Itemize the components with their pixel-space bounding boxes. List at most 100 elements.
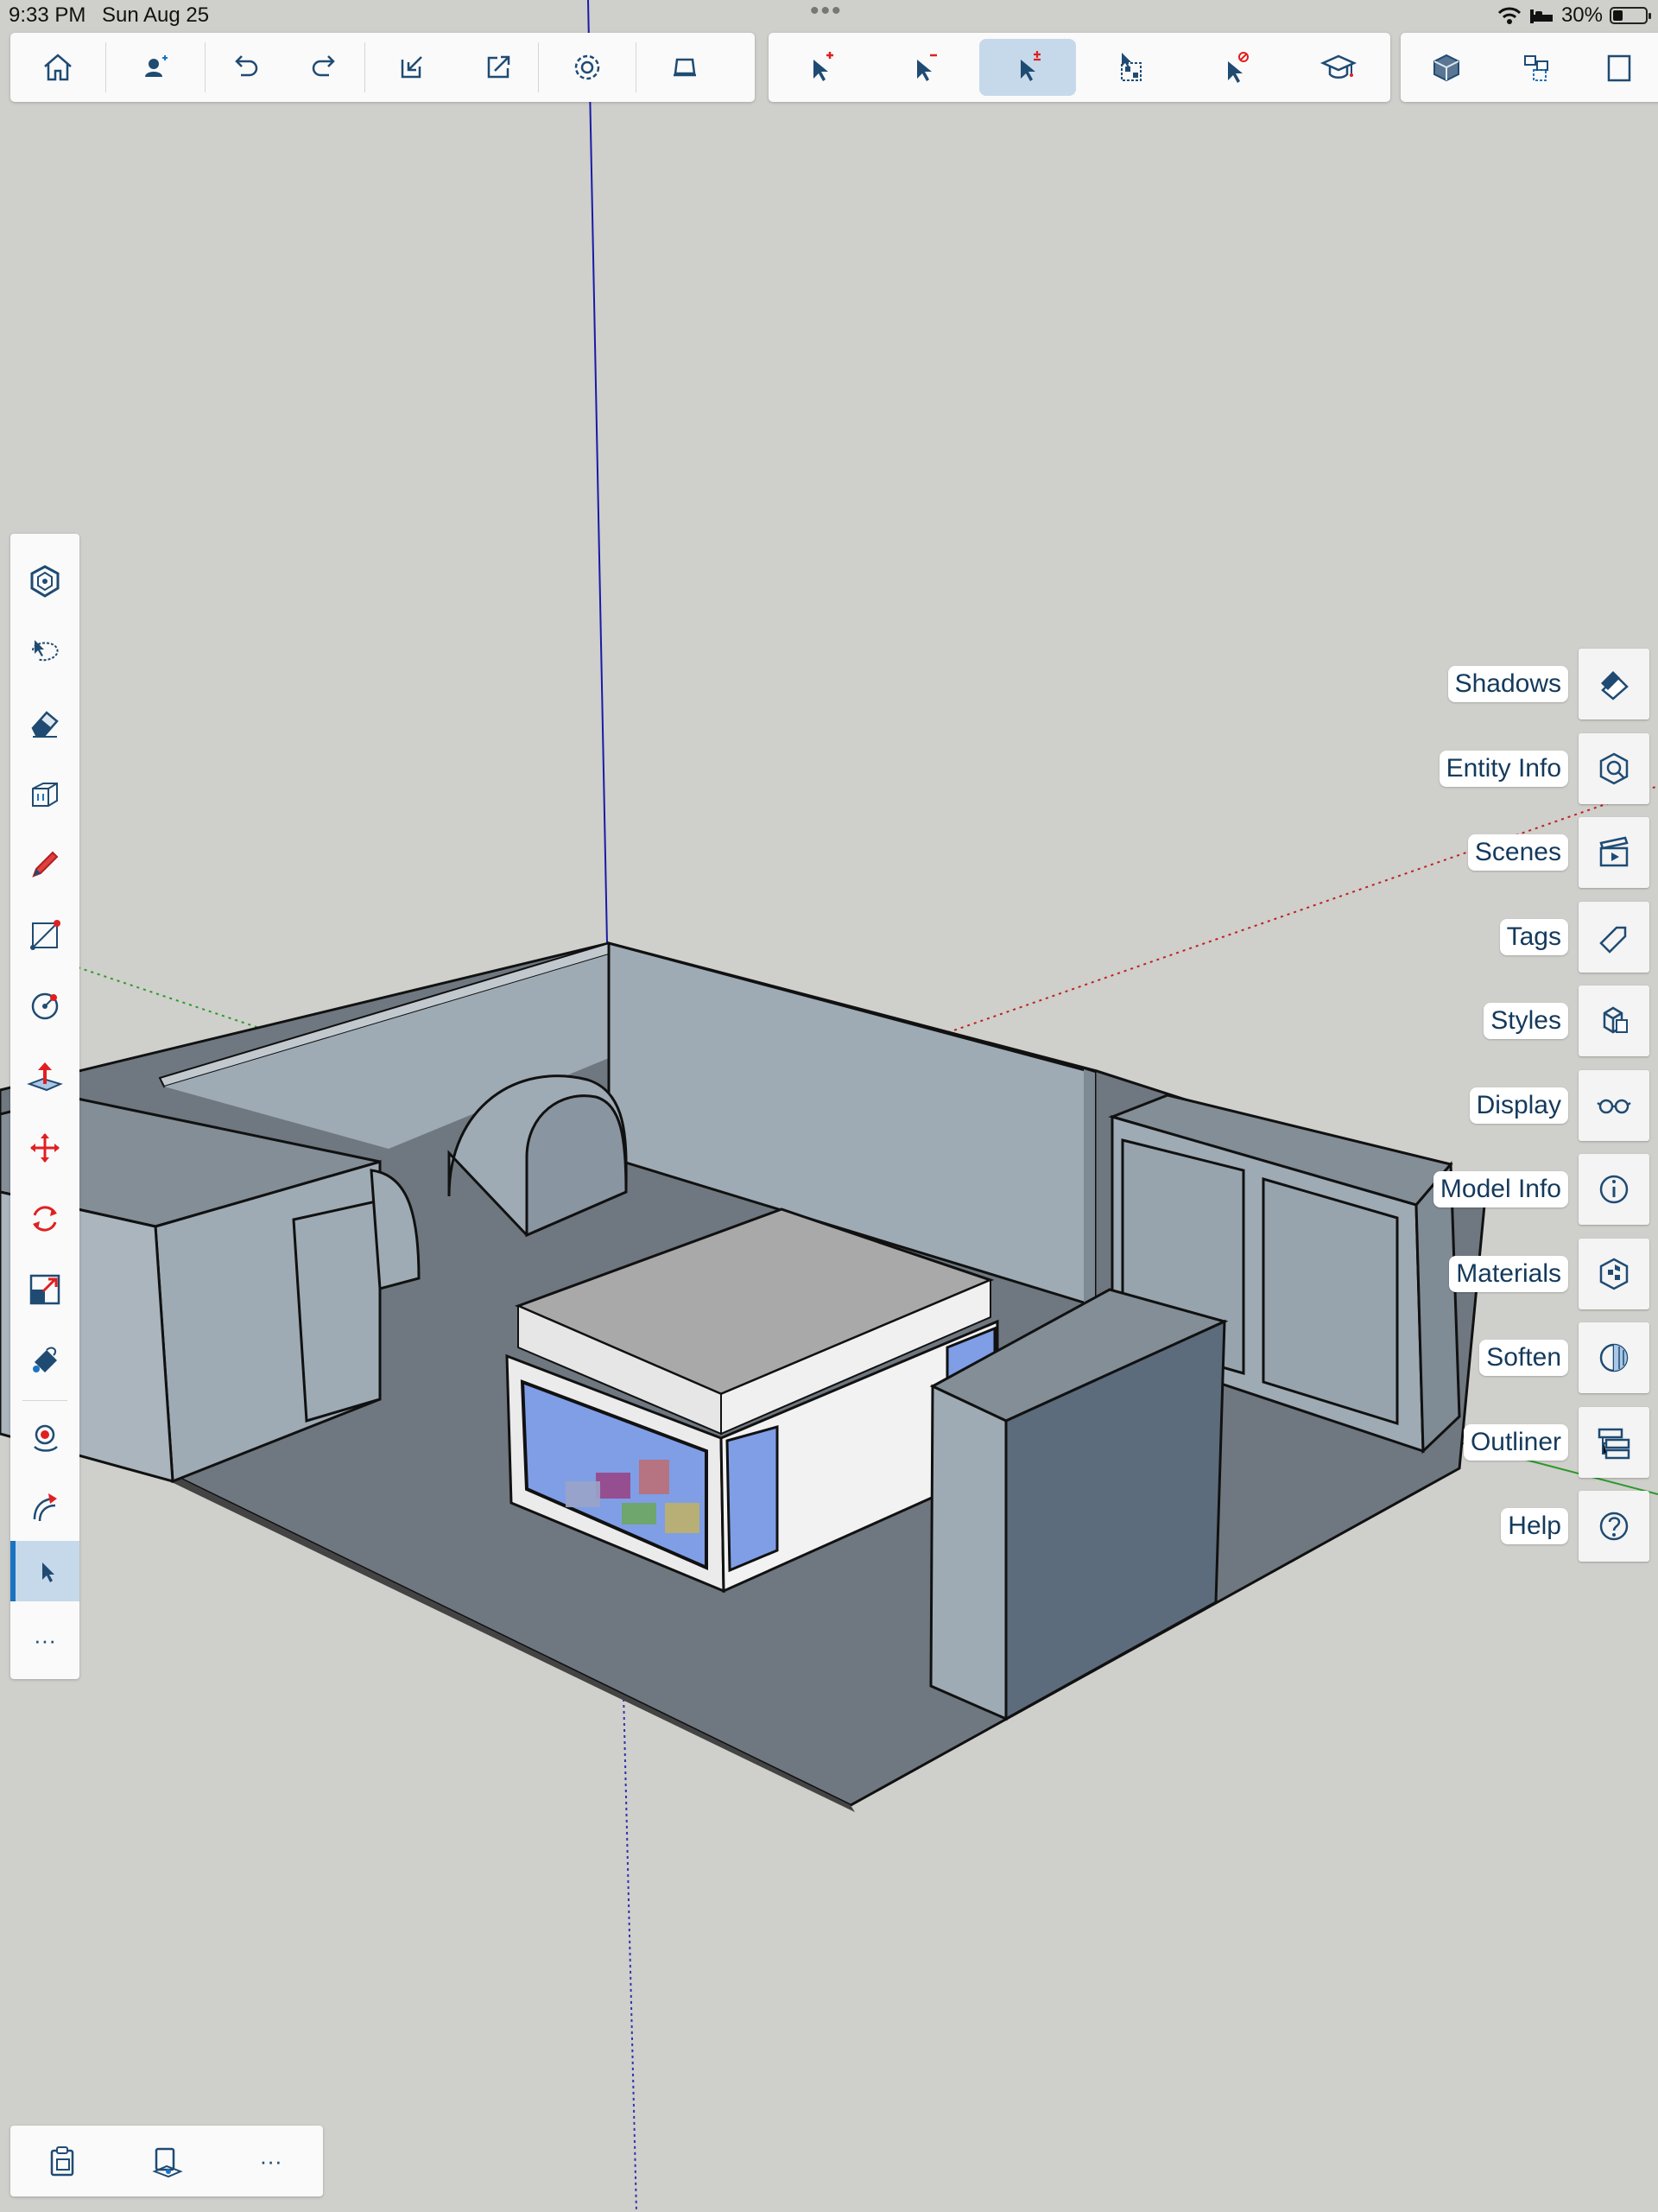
floor-front-edge	[0, 1391, 855, 1812]
home-icon	[44, 54, 72, 81]
select-add-button[interactable]	[772, 39, 869, 96]
display-icon	[1597, 1099, 1631, 1113]
panel-button-help[interactable]	[1579, 1491, 1649, 1562]
left-tool-palette: ···	[10, 534, 79, 1679]
shadows-icon	[1601, 671, 1629, 700]
move-icon	[30, 1133, 60, 1163]
select-toggle-button[interactable]	[979, 39, 1076, 96]
circle-tool[interactable]	[10, 976, 79, 1036]
soften-icon	[1599, 1343, 1629, 1372]
panel-button-entity-info[interactable]	[1579, 732, 1649, 804]
settings-icon	[574, 54, 600, 80]
move-tool[interactable]	[10, 1118, 79, 1178]
red-axis-negative	[940, 785, 1658, 1036]
paste-in-place-icon	[152, 2147, 183, 2178]
pencil-icon	[32, 851, 59, 878]
panel-button-outliner[interactable]	[1579, 1406, 1649, 1478]
follow-me-tool[interactable]	[10, 1477, 79, 1537]
panel-button-model-info[interactable]	[1579, 1154, 1649, 1225]
entity-info-icon	[1599, 752, 1629, 784]
select-toggle-icon	[1021, 51, 1041, 81]
select-tool[interactable]	[10, 1541, 79, 1601]
redo-button[interactable]	[285, 39, 364, 96]
select-none-button[interactable]	[1187, 39, 1283, 96]
panel-label-tags[interactable]: Tags	[1499, 918, 1568, 955]
model-info-icon	[1599, 1175, 1629, 1204]
panel-button-soften[interactable]	[1579, 1322, 1649, 1393]
panel-button-styles[interactable]	[1579, 986, 1649, 1056]
redo-icon	[312, 55, 335, 77]
scale-icon	[29, 1274, 60, 1305]
undo-button[interactable]	[206, 39, 285, 96]
rotate-tool[interactable]	[10, 1188, 79, 1249]
export-button[interactable]	[459, 39, 538, 96]
components-icon	[1524, 55, 1548, 81]
import-button[interactable]	[365, 39, 459, 96]
pencil-tool[interactable]	[10, 834, 79, 895]
settings-button[interactable]	[539, 39, 636, 96]
box-view-icon	[1433, 54, 1459, 82]
export-icon	[487, 55, 510, 79]
multitasking-dots[interactable]: •••	[810, 0, 843, 25]
lasso-select-tool[interactable]	[10, 622, 79, 682]
add-user-button[interactable]	[106, 39, 205, 96]
box-view-button[interactable]	[1401, 39, 1492, 96]
bottom-toolbar: ···	[10, 2126, 323, 2196]
panel-label-shadows[interactable]: Shadows	[1447, 666, 1568, 702]
partition-side	[929, 1384, 1008, 1721]
bed-contents-1	[596, 1473, 630, 1499]
scale-tool[interactable]	[10, 1259, 79, 1320]
paint-bucket-tool[interactable]	[10, 1330, 79, 1391]
panel-label-help[interactable]: Help	[1501, 1508, 1568, 1544]
panel-label-display[interactable]: Display	[1469, 1087, 1568, 1124]
tape-measure-icon	[32, 783, 58, 807]
eraser-tool[interactable]	[10, 693, 79, 753]
arch-opening	[525, 1094, 628, 1238]
more-icon: ···	[34, 1626, 56, 1653]
panel-button-tags[interactable]	[1579, 901, 1649, 973]
materials-icon	[1599, 1258, 1629, 1290]
clipboard-icon	[1607, 54, 1631, 82]
panel-label-outliner[interactable]: Outliner	[1463, 1423, 1568, 1461]
panel-label-entity-info[interactable]: Entity Info	[1439, 750, 1568, 787]
panel-label-scenes[interactable]: Scenes	[1467, 834, 1568, 871]
rectangle-icon	[30, 920, 60, 950]
more-tools[interactable]: ···	[10, 1610, 79, 1670]
rotate-icon	[33, 1206, 57, 1232]
component-tool[interactable]	[10, 551, 79, 612]
bed-top-front	[720, 1278, 991, 1436]
push-pull-icon	[27, 1062, 63, 1092]
orbit-tool[interactable]	[10, 1406, 79, 1467]
panel-button-scenes[interactable]	[1579, 817, 1649, 888]
components-button[interactable]	[1492, 39, 1584, 96]
lasso-select-icon	[32, 640, 59, 662]
clipboard-button[interactable]	[1584, 39, 1653, 96]
help-icon	[1599, 1512, 1629, 1541]
circle-icon	[31, 992, 59, 1020]
battery-level	[1613, 10, 1623, 21]
view-button[interactable]	[636, 39, 733, 96]
panel-label-soften[interactable]: Soften	[1479, 1340, 1568, 1376]
home-button[interactable]	[10, 39, 105, 96]
model-toolbar	[1401, 33, 1658, 102]
panel-button-shadows[interactable]	[1579, 649, 1649, 719]
select-all-button[interactable]	[1083, 39, 1180, 96]
paste-button[interactable]	[23, 2131, 101, 2191]
panel-label-materials[interactable]: Materials	[1449, 1255, 1568, 1292]
blue-axis-negative	[623, 1692, 637, 2212]
paste-in-place-button[interactable]	[128, 2131, 206, 2191]
bottom-more-button[interactable]: ···	[232, 2131, 310, 2191]
panel-button-materials[interactable]	[1579, 1238, 1649, 1309]
panel-button-display[interactable]	[1579, 1069, 1649, 1141]
learn-button[interactable]	[1290, 39, 1387, 96]
rectangle-tool[interactable]	[10, 905, 79, 966]
battery-percent: 30%	[1560, 3, 1603, 27]
select-subtract-icon	[917, 54, 937, 81]
push-pull-tool[interactable]	[10, 1047, 79, 1107]
bed-contents-3	[622, 1503, 656, 1524]
tape-measure-tool[interactable]	[10, 764, 79, 824]
panel-label-styles[interactable]: Styles	[1484, 1003, 1568, 1039]
select-subtract-button[interactable]	[876, 39, 972, 96]
panel-label-model-info[interactable]: Model Info	[1433, 1171, 1568, 1207]
